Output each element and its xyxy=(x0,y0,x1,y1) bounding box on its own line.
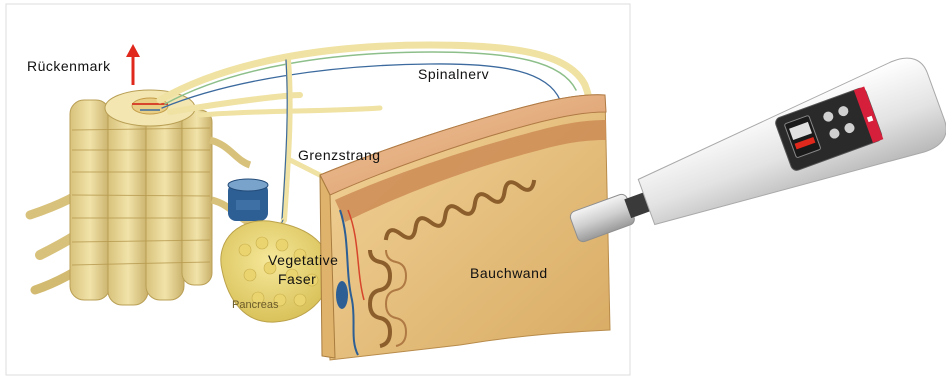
label-pancreas: Pancreas xyxy=(232,299,278,311)
label-abdominal-wall: Bauchwand xyxy=(470,265,548,281)
label-sympathetic-trunk: Grenzstrang xyxy=(298,147,381,163)
blood-vessel xyxy=(228,179,268,221)
label-spinal-nerve: Spinalnerv xyxy=(418,66,489,82)
label-vegetative-fiber-line1: Vegetative xyxy=(268,252,338,268)
label-spinal-cord: Rückenmark xyxy=(27,58,111,74)
label-vegetative-fiber-line2: Faser xyxy=(278,271,316,287)
